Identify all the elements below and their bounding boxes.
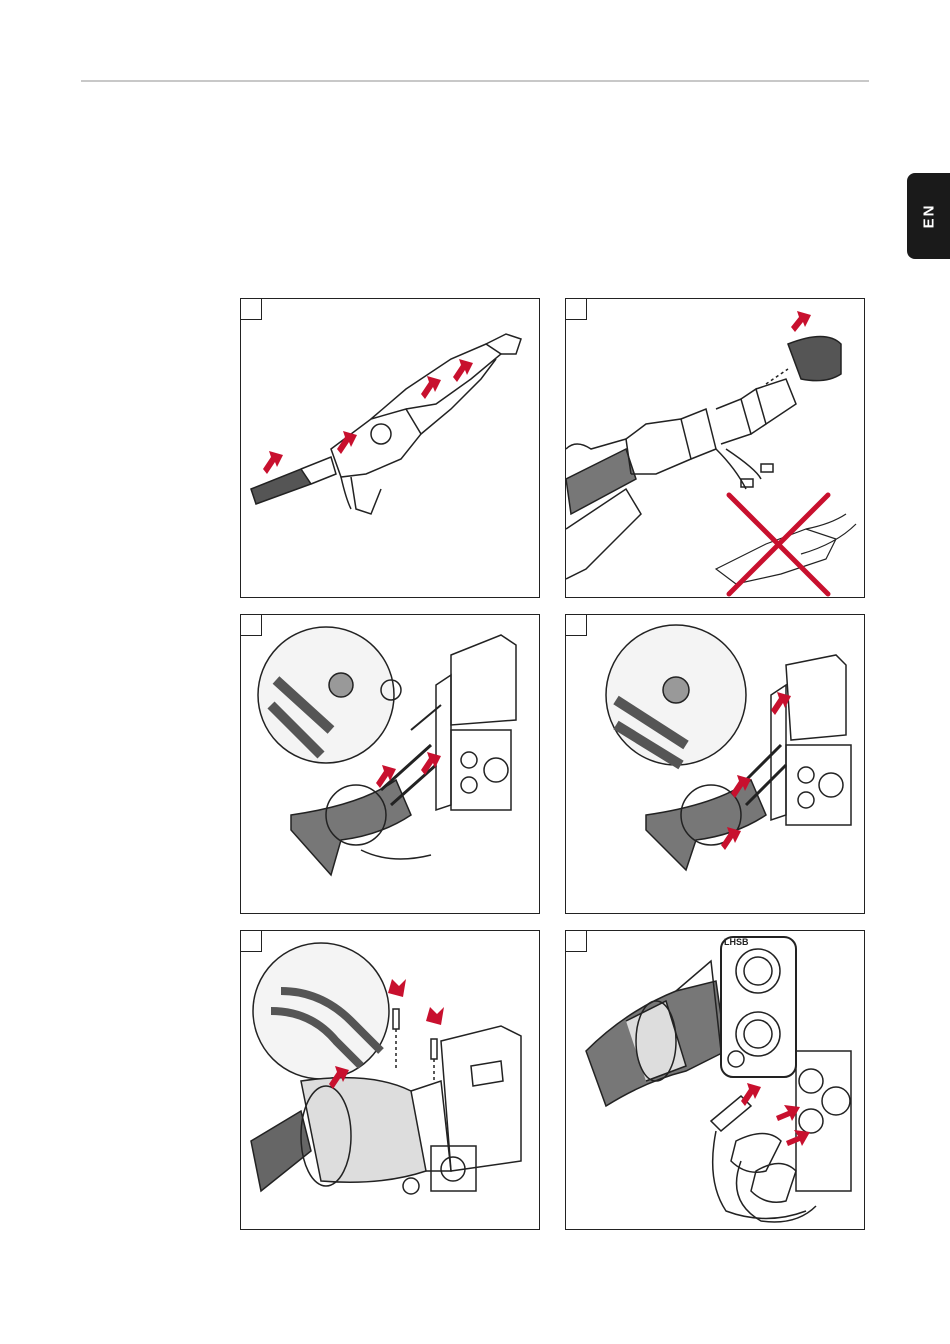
step-3-illustration [240,614,540,914]
step-1-illustration [240,298,540,598]
language-tab-label: EN [920,204,937,229]
step-6-illustration: LHSB [565,930,865,1230]
torch-neck-drawing [566,299,865,598]
header-rule [81,80,869,82]
step-4-illustration [565,614,865,914]
cross-icon [729,495,828,594]
step-2-illustration [565,298,865,598]
detail-circle-drawing [241,615,540,914]
connector-label: LHSB [724,937,749,947]
detail-circle-drawing [241,931,540,1230]
connector-panel-drawing: LHSB [566,931,865,1230]
arrow-icon [241,299,540,598]
detail-circle-drawing [566,615,865,914]
language-tab[interactable]: EN [907,173,950,259]
step-5-illustration [240,930,540,1230]
